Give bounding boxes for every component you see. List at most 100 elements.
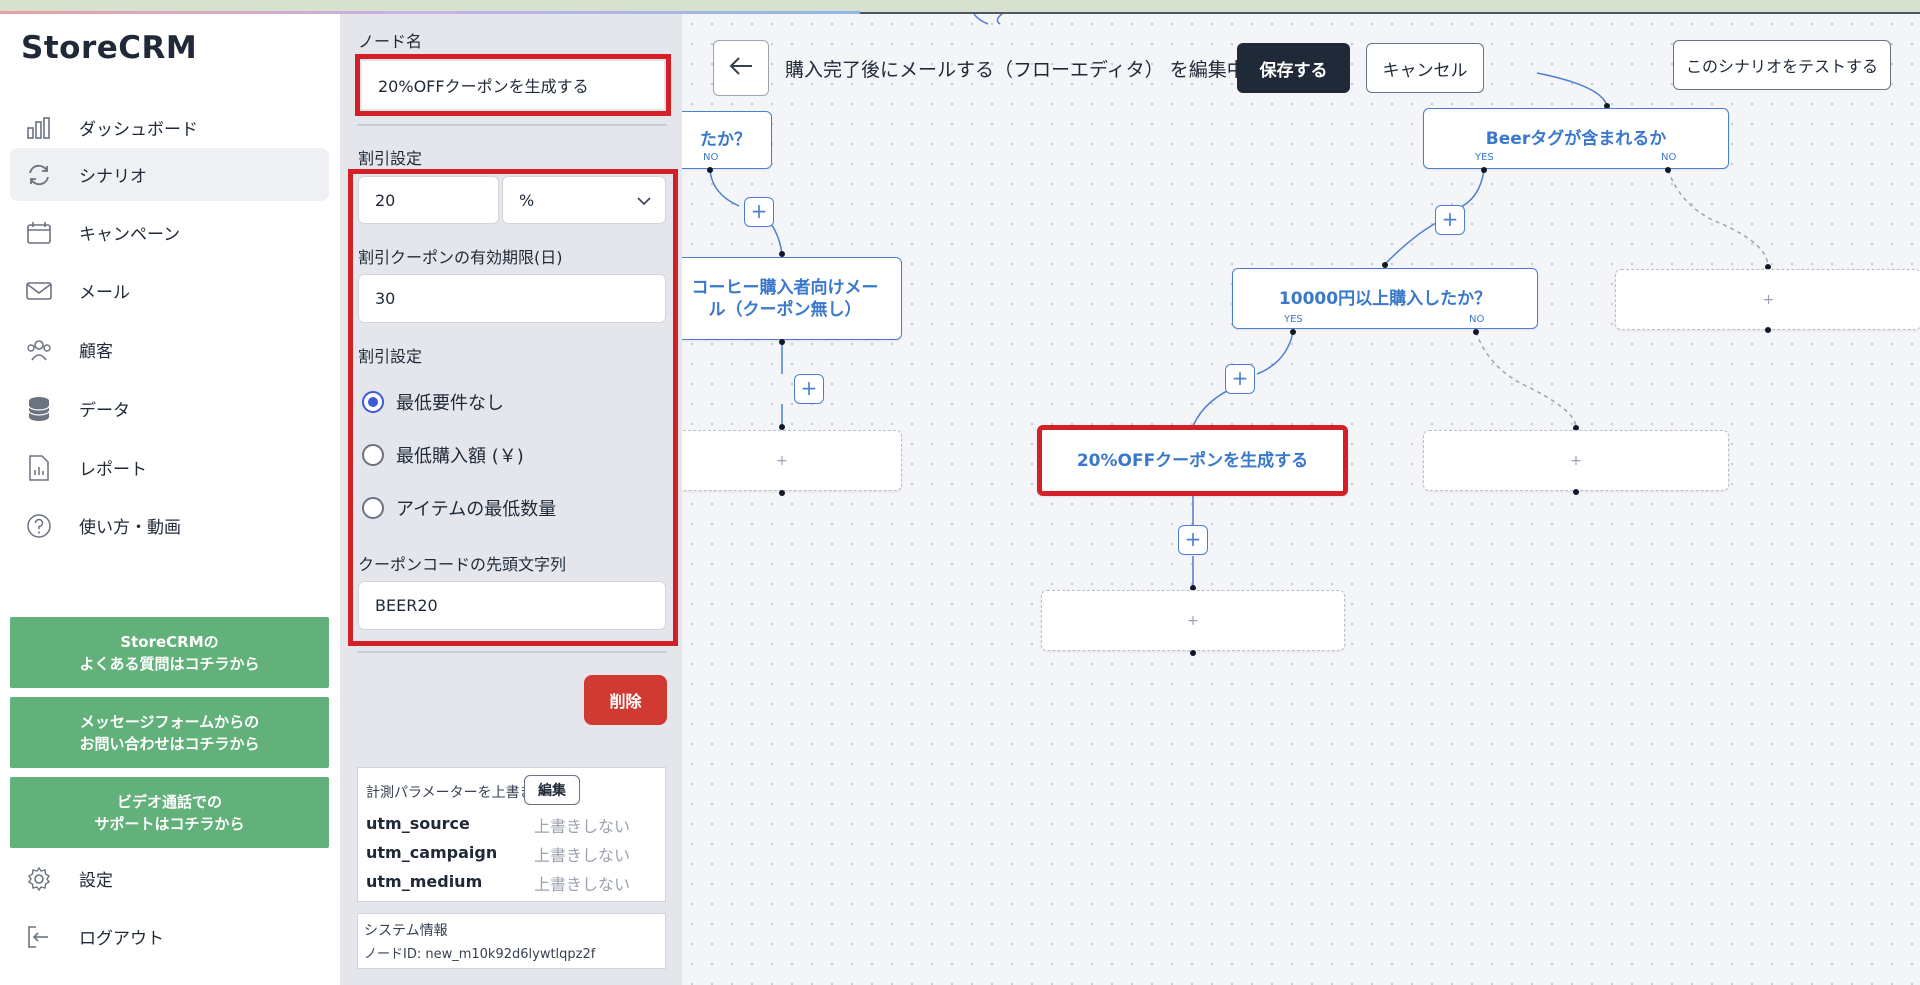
faq-button-line1: StoreCRMの bbox=[120, 632, 219, 651]
panel-divider bbox=[357, 124, 667, 126]
tracking-params-card: 計測パラメーターを上書き 編集 utm_source 上書きしない utm_ca… bbox=[357, 767, 666, 902]
discount-unit-select[interactable]: % bbox=[502, 176, 666, 224]
add-node-button[interactable]: + bbox=[1225, 364, 1255, 394]
amount-condition-text: 10000円以上購入したか？ bbox=[1278, 288, 1492, 309]
coupon-prefix-input[interactable]: BEER20 bbox=[358, 581, 666, 630]
sidebar-item-report[interactable]: レポート bbox=[10, 441, 329, 494]
expiry-days-input[interactable]: 30 bbox=[358, 274, 666, 323]
sidebar-item-label: シナリオ bbox=[79, 167, 147, 187]
yes-label: YES bbox=[1475, 152, 1494, 163]
highlight-node-name bbox=[355, 54, 671, 116]
node-name-label: ノード名 bbox=[358, 32, 423, 51]
partial-condition-node[interactable]: たか？ bbox=[682, 111, 772, 169]
sidebar-item-logout[interactable]: ログアウト bbox=[10, 910, 329, 963]
calendar-icon bbox=[24, 218, 54, 248]
connector-dot bbox=[779, 424, 785, 430]
no-label: NO bbox=[703, 152, 719, 163]
connector-dot bbox=[1190, 650, 1196, 656]
coffee-mail-text: コーヒー購入者向けメール（クーポン無し） bbox=[691, 277, 879, 320]
connector-dot bbox=[1765, 327, 1771, 333]
test-scenario-button[interactable]: このシナリオをテストする bbox=[1673, 40, 1891, 90]
tracking-edit-button[interactable]: 編集 bbox=[524, 775, 580, 805]
delete-button[interactable]: 削除 bbox=[584, 675, 667, 725]
empty-slot-node[interactable]: + bbox=[682, 430, 902, 491]
panel-divider bbox=[357, 651, 667, 653]
connector-dot bbox=[1765, 264, 1771, 270]
radio-button-checked[interactable] bbox=[362, 391, 384, 413]
radio-button[interactable] bbox=[362, 444, 384, 466]
node-name-input[interactable]: 20%OFFクーポンを生成する bbox=[362, 61, 664, 109]
beer-tag-condition-node[interactable]: Beerタグが含まれるか bbox=[1423, 108, 1729, 169]
connector-dot bbox=[779, 251, 785, 257]
sidebar-item-label: データ bbox=[79, 401, 130, 421]
coffee-mail-node[interactable]: コーヒー購入者向けメール（クーポン無し） bbox=[682, 257, 902, 340]
utm-medium-value: 上書きしない bbox=[534, 875, 631, 894]
connector-dot bbox=[1190, 585, 1196, 591]
sidebar-item-label: ダッシュボード bbox=[79, 120, 198, 140]
arrow-left-icon bbox=[728, 56, 754, 80]
empty-slot-node[interactable]: + bbox=[1041, 590, 1345, 651]
radio-min-item-quantity[interactable]: アイテムの最低数量 bbox=[362, 495, 556, 521]
sidebar-item-data[interactable]: データ bbox=[10, 382, 329, 435]
contact-form-button-line1: メッセージフォームからの bbox=[79, 712, 260, 731]
faq-button[interactable]: StoreCRMの よくある質問はコチラから bbox=[10, 617, 329, 688]
sidebar-item-mail[interactable]: メール bbox=[10, 264, 329, 317]
amount-condition-node[interactable]: 10000円以上購入したか？ bbox=[1232, 268, 1538, 329]
sidebar-item-label: 顧客 bbox=[79, 342, 113, 362]
top-accent-bar bbox=[0, 11, 860, 14]
sidebar: StoreCRM ダッシュボード シナリオ キャンペーン メール 顧客 データ bbox=[0, 14, 340, 985]
connector-dot bbox=[707, 167, 713, 173]
beer-condition-text: Beerタグが含まれるか bbox=[1485, 128, 1667, 149]
sidebar-item-customers[interactable]: 顧客 bbox=[10, 323, 329, 376]
cancel-button[interactable]: キャンセル bbox=[1366, 43, 1484, 93]
sidebar-item-settings[interactable]: 設定 bbox=[10, 852, 329, 905]
add-node-button[interactable]: + bbox=[794, 374, 824, 404]
save-button[interactable]: 保存する bbox=[1237, 43, 1350, 93]
empty-slot-node[interactable]: + bbox=[1423, 430, 1729, 491]
discount-value-input[interactable]: 20 bbox=[358, 176, 499, 224]
radio-button[interactable] bbox=[362, 497, 384, 519]
contact-form-button[interactable]: メッセージフォームからの お問い合わせはコチラから bbox=[10, 697, 329, 768]
connector-dot bbox=[1573, 425, 1579, 431]
sidebar-item-label: メール bbox=[79, 283, 130, 303]
contact-form-button-line2: お問い合わせはコチラから bbox=[79, 734, 260, 753]
radio-min-purchase-amount[interactable]: 最低購入額 (￥) bbox=[362, 442, 524, 468]
scenario-edit-title: 購入完了後にメールする（フローエディタ） を編集中 bbox=[785, 59, 1246, 81]
discount-unit-value: % bbox=[519, 190, 535, 210]
flow-connectors bbox=[709, 14, 1769, 587]
add-node-button[interactable]: + bbox=[1435, 205, 1465, 235]
back-button[interactable] bbox=[713, 40, 769, 96]
sidebar-item-help[interactable]: 使い方・動画 bbox=[10, 499, 329, 552]
utm-source-value: 上書きしない bbox=[534, 817, 631, 836]
top-strip bbox=[0, 0, 1920, 14]
utm-campaign-value: 上書きしない bbox=[534, 846, 631, 865]
radio-label: 最低要件なし bbox=[396, 393, 504, 414]
help-circle-icon bbox=[24, 511, 54, 541]
chevron-down-icon bbox=[637, 191, 651, 210]
sidebar-item-campaign[interactable]: キャンペーン bbox=[10, 206, 329, 259]
minimum-requirement-label: 割引設定 bbox=[358, 347, 423, 366]
sidebar-item-label: ログアウト bbox=[79, 929, 164, 949]
radio-no-minimum[interactable]: 最低要件なし bbox=[362, 389, 504, 415]
system-info-card: システム情報 ノードID: new_m10k92d6lywtlqpz2f bbox=[357, 913, 666, 969]
coupon-generate-node-selected[interactable]: 20%OFFクーポンを生成する bbox=[1037, 425, 1348, 496]
add-node-button[interactable]: + bbox=[1178, 525, 1208, 555]
connector-dot bbox=[1290, 329, 1296, 335]
video-support-button[interactable]: ビデオ通話での サポートはコチラから bbox=[10, 777, 329, 848]
empty-slot-node[interactable]: + bbox=[1615, 269, 1920, 330]
connector-dot bbox=[1665, 167, 1671, 173]
expiry-label: 割引クーポンの有効期限(日) bbox=[358, 248, 563, 267]
connector-dot bbox=[779, 490, 785, 496]
video-support-button-line2: サポートはコチラから bbox=[94, 814, 245, 833]
mail-icon bbox=[24, 276, 54, 306]
tracking-params-title: 計測パラメーターを上書き bbox=[366, 785, 534, 801]
connector-dot bbox=[779, 339, 785, 345]
radio-label: 最低購入額 (￥) bbox=[396, 446, 524, 467]
coupon-node-text: 20%OFFクーポンを生成する bbox=[1076, 450, 1309, 471]
sidebar-item-label: キャンペーン bbox=[79, 225, 181, 245]
utm-source-key: utm_source bbox=[366, 814, 470, 833]
add-node-button[interactable]: + bbox=[744, 197, 774, 227]
flow-canvas[interactable]: たか？ NO + コーヒー購入者向けメール（クーポン無し） + + Beerタグ… bbox=[682, 14, 1920, 985]
sidebar-item-dashboard[interactable]: ダッシュボード bbox=[10, 101, 329, 154]
sidebar-item-scenario[interactable]: シナリオ bbox=[10, 148, 329, 201]
